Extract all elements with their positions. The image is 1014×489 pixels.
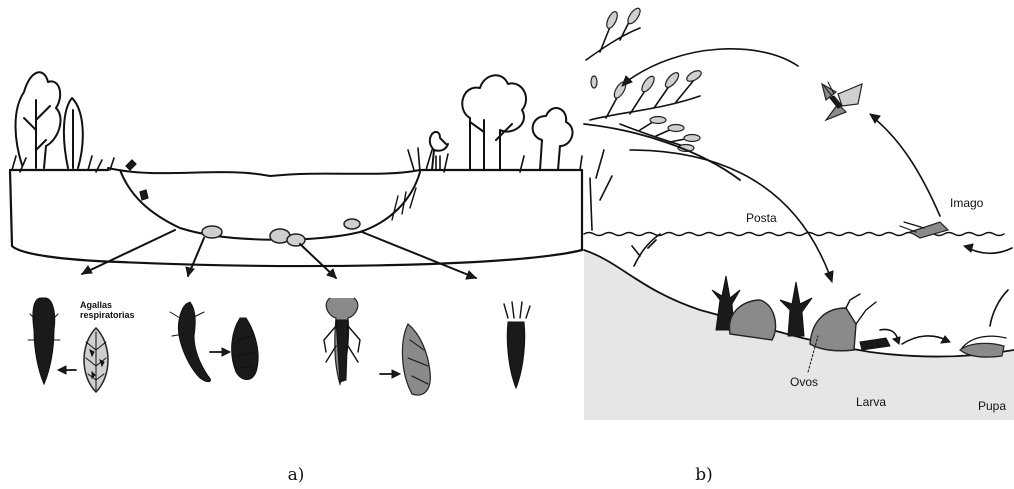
label-imago: Imago bbox=[950, 196, 984, 210]
specimen-3-arrow bbox=[380, 370, 400, 378]
pond-stones bbox=[202, 219, 360, 246]
water-surface bbox=[584, 233, 1004, 236]
label-posta: Posta bbox=[746, 211, 777, 225]
left-shore-vegetation bbox=[12, 72, 114, 172]
larva-figure bbox=[860, 338, 890, 350]
label-pupa: Pupa bbox=[978, 399, 1006, 413]
specimen-1-gill-leaf bbox=[84, 328, 108, 392]
panel-b: Imago Posta Ovos Larva Pupa b) bbox=[584, 6, 1014, 485]
panel-b-caption: b) bbox=[695, 465, 713, 485]
specimen-3-nymph bbox=[324, 298, 360, 384]
specimen-1-larva bbox=[28, 298, 60, 384]
specimen-3-gill bbox=[402, 324, 430, 395]
panel-a-caption: a) bbox=[288, 465, 305, 485]
water-insects bbox=[126, 160, 148, 200]
pupa-figure bbox=[960, 336, 1006, 357]
specimen-2-arrow bbox=[210, 348, 230, 356]
pond-cross-section bbox=[10, 168, 582, 266]
gill-label-line-2: respiratorias bbox=[80, 310, 135, 320]
label-ovos: Ovos bbox=[790, 375, 818, 389]
specimen-2-nymph bbox=[170, 302, 210, 382]
gill-label-line-1: Agallas bbox=[80, 300, 112, 310]
label-larva: Larva bbox=[856, 395, 886, 409]
specimen-2-gill bbox=[232, 318, 258, 380]
gill-label: Agallas respiratorias bbox=[80, 300, 135, 320]
reed-plants bbox=[586, 6, 703, 151]
panel-a: Agallas respiratorias bbox=[10, 72, 582, 485]
specimen-1-arrow bbox=[58, 366, 76, 374]
adult-moth-flying bbox=[822, 82, 862, 120]
specimen-4-larva bbox=[504, 302, 530, 388]
